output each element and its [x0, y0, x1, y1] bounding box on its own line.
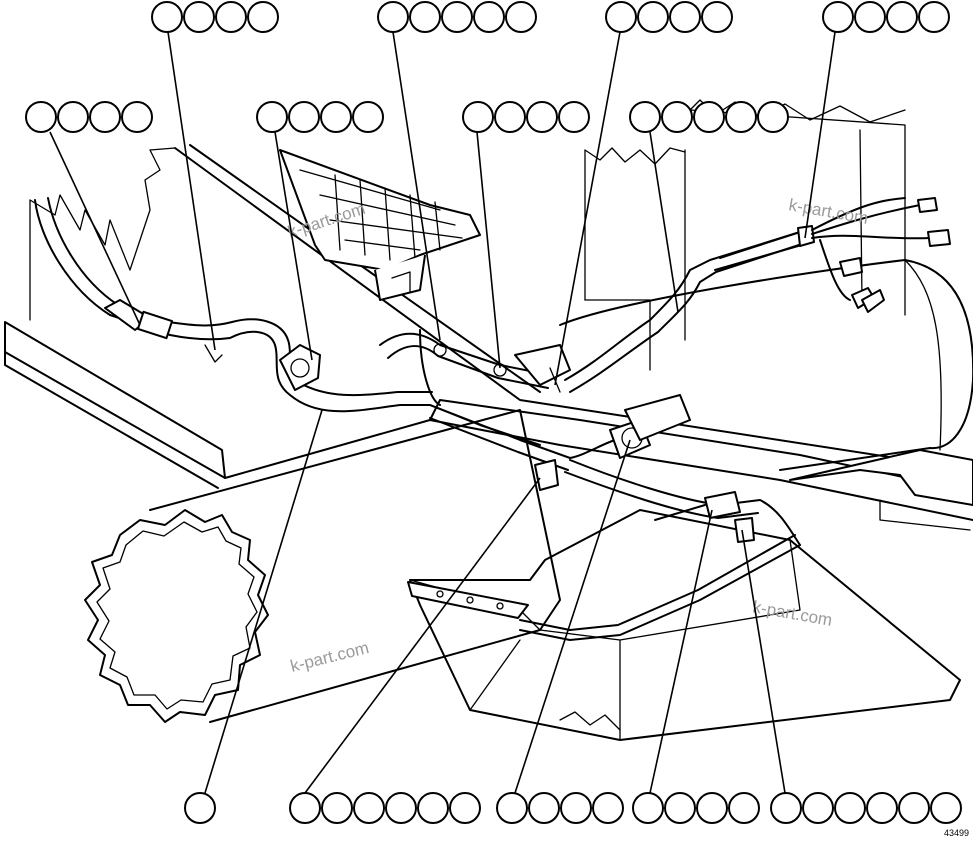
- callout-bottom-1: [184, 792, 216, 824]
- callout-upper-4: [629, 101, 789, 133]
- callout-bubble: [441, 1, 473, 33]
- callout-bubble: [288, 101, 320, 133]
- callout-bubble: [696, 792, 728, 824]
- callout-bubble: [289, 792, 321, 824]
- callout-bubble: [526, 101, 558, 133]
- callout-bubble: [701, 1, 733, 33]
- callout-bubble: [377, 1, 409, 33]
- callout-bubble: [256, 101, 288, 133]
- callout-bubble: [866, 792, 898, 824]
- wiring-harness: [34, 197, 951, 641]
- callout-bottom-2: [289, 792, 481, 824]
- callout-bubble: [494, 101, 526, 133]
- callout-bubble: [449, 792, 481, 824]
- chassis-structure: [4, 99, 973, 741]
- leader-lines: [49, 31, 836, 794]
- callout-bottom-4: [632, 792, 760, 824]
- callout-bottom-5: [770, 792, 962, 824]
- callout-bubble: [121, 101, 153, 133]
- callout-bubble: [320, 101, 352, 133]
- callout-bubble: [247, 1, 279, 33]
- callout-bubble: [661, 101, 693, 133]
- callout-bubble: [757, 101, 789, 133]
- callout-bubble: [930, 792, 962, 824]
- callout-bubble: [353, 792, 385, 824]
- callout-bubble: [473, 1, 505, 33]
- callout-top-1: [151, 1, 279, 33]
- figure-number: 43499: [944, 828, 969, 838]
- callout-bubble: [385, 792, 417, 824]
- callout-bubble: [184, 792, 216, 824]
- callout-upper-3: [462, 101, 590, 133]
- callout-bubble: [834, 792, 866, 824]
- callout-bubble: [417, 792, 449, 824]
- callout-bubble: [802, 792, 834, 824]
- callout-bubble: [558, 101, 590, 133]
- callout-bubble: [669, 1, 701, 33]
- callout-bubble: [728, 792, 760, 824]
- watermark-2: k-part.com: [787, 195, 869, 228]
- callout-bubble: [725, 101, 757, 133]
- callout-bubble: [89, 101, 121, 133]
- callout-bubble: [632, 792, 664, 824]
- callout-bubble: [57, 101, 89, 133]
- callout-bubble: [592, 792, 624, 824]
- callout-bubble: [637, 1, 669, 33]
- callout-bubble: [605, 1, 637, 33]
- callout-top-3: [605, 1, 733, 33]
- callout-bubble: [352, 101, 384, 133]
- callout-bubble: [822, 1, 854, 33]
- callout-bubble: [462, 101, 494, 133]
- callout-bubble: [528, 792, 560, 824]
- callout-bubble: [664, 792, 696, 824]
- callout-bubble: [918, 1, 950, 33]
- callout-bubble: [560, 792, 592, 824]
- callout-bubble: [25, 101, 57, 133]
- callout-top-2: [377, 1, 537, 33]
- callout-bubble: [693, 101, 725, 133]
- callout-bubble: [854, 1, 886, 33]
- callout-bubble: [151, 1, 183, 33]
- callout-bubble: [770, 792, 802, 824]
- callout-bottom-3: [496, 792, 624, 824]
- callout-bubble: [215, 1, 247, 33]
- callout-bubble: [505, 1, 537, 33]
- callout-bubble: [629, 101, 661, 133]
- callout-top-4: [822, 1, 950, 33]
- callout-bubble: [183, 1, 215, 33]
- callout-bubble: [409, 1, 441, 33]
- callout-bubble: [321, 792, 353, 824]
- callout-upper-1: [25, 101, 153, 133]
- callout-bubble: [886, 1, 918, 33]
- watermark-4: k-part.com: [288, 638, 371, 676]
- callout-bubble: [496, 792, 528, 824]
- callouts: [25, 1, 962, 824]
- callout-bubble: [898, 792, 930, 824]
- callout-upper-2: [256, 101, 384, 133]
